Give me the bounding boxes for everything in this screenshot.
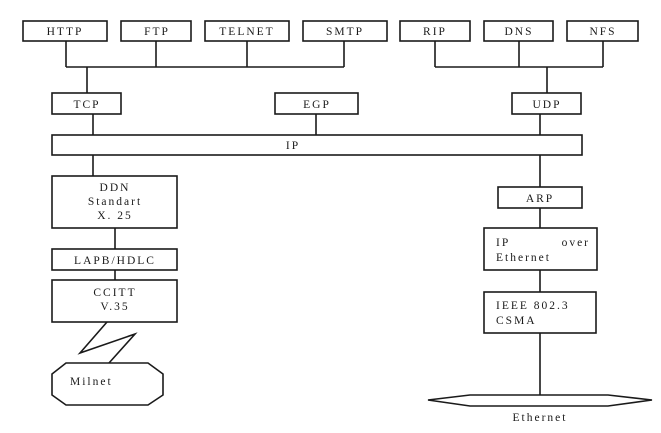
app-nfs-label: NFS — [589, 26, 616, 38]
ddn-x25: DDN Standart X. 25 — [51, 175, 178, 229]
ieee-8023-csma: IEEE 802.3 CSMA — [483, 291, 597, 334]
ipoe-label-over: over — [562, 237, 590, 249]
app-ftp-label: FTP — [144, 26, 170, 38]
arp: ARP — [497, 186, 583, 209]
app-smtp: SMTP — [302, 20, 388, 42]
ip-label: IP — [286, 140, 300, 152]
tcp-label: TCP — [73, 99, 100, 111]
milnet-octagon — [51, 362, 164, 406]
ccitt-v35: CCITT V.35 — [51, 279, 178, 323]
lapb-hdlc: LAPB/HDLC — [51, 248, 178, 271]
ethernet-network: Ethernet — [427, 394, 653, 424]
app-nfs: NFS — [566, 20, 639, 42]
app-dns-label: DNS — [504, 26, 533, 38]
ipoe-label-ethernet: Ethernet — [496, 252, 551, 264]
app-rip-label: RIP — [423, 26, 447, 38]
network-ip: IP — [51, 134, 583, 156]
egp-label: EGP — [303, 99, 331, 111]
milnet-network: Milnet — [51, 362, 164, 406]
app-http-label: HTTP — [47, 26, 84, 38]
ieee-label-line2: CSMA — [496, 315, 537, 327]
app-rip: RIP — [399, 20, 471, 42]
ddn-label-line2: Standart — [88, 196, 142, 208]
ccitt-label-line1: CCITT — [93, 287, 136, 299]
app-http: HTTP — [22, 20, 108, 42]
app-smtp-label: SMTP — [326, 26, 364, 38]
ipoe-label-ip: IP — [496, 237, 510, 249]
app-dns: DNS — [483, 20, 554, 42]
ethernet-label: Ethernet — [513, 412, 568, 424]
milnet-label: Milnet — [70, 376, 113, 388]
lapb-label: LAPB/HDLC — [74, 255, 156, 267]
serial-link-lightning — [77, 321, 138, 364]
ip-over-ethernet: IP over Ethernet — [483, 227, 598, 271]
ddn-label-line3: X. 25 — [97, 210, 133, 222]
udp-label: UDP — [532, 99, 561, 111]
transport-tcp: TCP — [51, 92, 122, 115]
transport-egp: EGP — [274, 92, 359, 115]
app-ftp: FTP — [120, 20, 192, 42]
app-telnet-label: TELNET — [219, 26, 274, 38]
arp-label: ARP — [526, 193, 554, 205]
ddn-label-line1: DDN — [100, 182, 131, 194]
ieee-label-line1: IEEE 802.3 — [496, 300, 570, 312]
ccitt-label-line2: V.35 — [100, 301, 129, 313]
transport-udp: UDP — [511, 92, 582, 115]
ethernet-bus-shape — [427, 394, 653, 407]
connectors — [65, 41, 604, 395]
app-telnet: TELNET — [204, 20, 290, 42]
